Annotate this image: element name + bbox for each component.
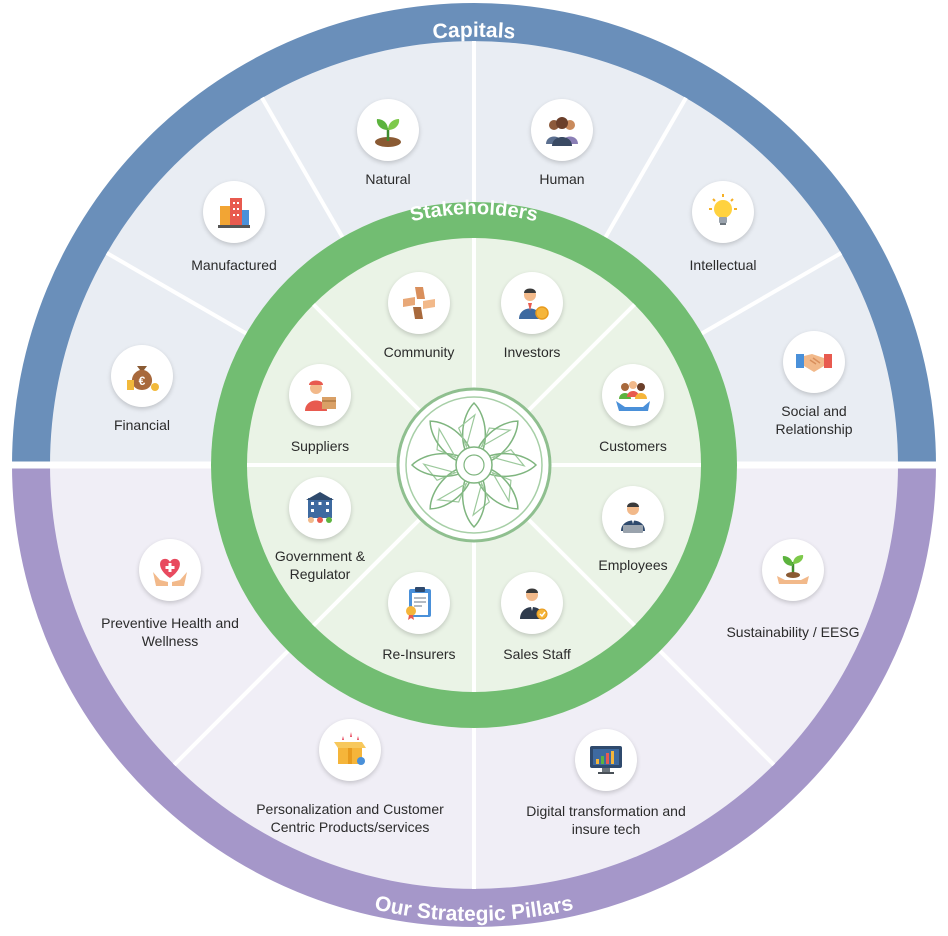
capitals-area <box>50 465 898 889</box>
people-group-icon <box>531 99 593 161</box>
plant-sprout-icon <box>357 99 419 161</box>
mandala-logo-icon <box>396 387 552 543</box>
capital-label-social: Social and Relationship <box>775 403 853 437</box>
monitor-chart-icon <box>575 729 637 791</box>
capital-label-natural: Natural <box>365 171 411 187</box>
pillar-divider <box>172 649 290 767</box>
capital-label-financial: Financial <box>113 417 171 433</box>
capital-label-intellectual: Intellectual <box>689 257 757 273</box>
stakeholder-label-reinsurers: Re-Insurers <box>382 646 456 662</box>
gift-box-icon <box>319 719 381 781</box>
stakeholder-label-sales: Sales Staff <box>503 646 571 662</box>
investor-coin-icon <box>501 272 563 334</box>
plant-in-hand-icon <box>762 539 824 601</box>
handshake-icon <box>783 331 845 393</box>
stakeholder-label-community: Community <box>383 344 455 360</box>
joined-hands-icon <box>388 272 450 334</box>
buildings-icon <box>203 181 265 243</box>
pillar-label-personalization: Personalization and Customer Centric Pro… <box>256 801 444 835</box>
capital-label-human: Human <box>539 171 585 187</box>
capital-divider <box>260 96 345 239</box>
pillar-label-sustainability: Sustainability / EESG <box>726 624 860 640</box>
pillar-label-digital: Digital transformation and insure tech <box>526 803 686 837</box>
stakeholder-label-employees: Employees <box>598 557 668 573</box>
salesperson-icon <box>501 572 563 634</box>
money-bag-icon: € <box>111 345 173 407</box>
stakeholder-label-investors: Investors <box>503 344 561 360</box>
capital-divider <box>105 251 248 336</box>
stakeholder-divider <box>526 517 636 627</box>
government-building-icon <box>289 477 351 539</box>
employee-laptop-icon <box>602 486 664 548</box>
pillar-divider <box>658 649 776 767</box>
capital-divider <box>700 251 843 336</box>
pillar-label-health: Preventive Health and Wellness <box>101 615 239 649</box>
lightbulb-icon <box>692 181 754 243</box>
stakeholder-divider <box>312 303 422 413</box>
stakeholder-divider <box>312 517 422 627</box>
customers-hand-icon <box>602 364 664 426</box>
capital-divider <box>603 96 688 239</box>
pillars-area <box>50 41 898 466</box>
capital-label-manufactured: Manufactured <box>191 257 277 273</box>
stakeholder-label-customers: Customers <box>599 438 667 454</box>
capitals-title: Capitals <box>432 19 517 44</box>
stakeholder-label-suppliers: Suppliers <box>290 438 350 454</box>
stakeholder-dividers <box>247 238 701 692</box>
stakeholder-label-government: Government & Regulator <box>274 548 366 582</box>
clipboard-badge-icon <box>388 572 450 634</box>
delivery-person-icon <box>289 364 351 426</box>
svg-text:€: € <box>139 374 146 388</box>
heart-hands-icon <box>139 539 201 601</box>
stakeholder-divider <box>526 303 636 413</box>
